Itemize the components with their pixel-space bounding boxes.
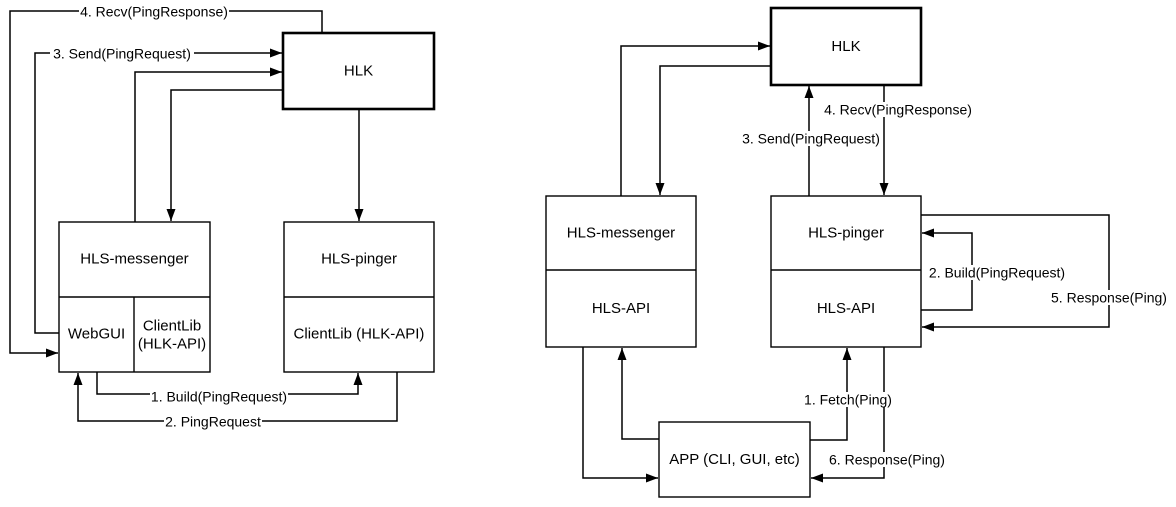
left-edge-recv-label-bg — [79, 4, 229, 19]
left-edge-pingrequest-label: 2. PingRequest — [165, 414, 261, 430]
right-pinger-box — [770, 195, 922, 348]
right-pinger-api-label: HLS-API — [817, 300, 875, 317]
left-clientlib-label-line1: ClientLib — [143, 318, 201, 335]
right-app-box — [658, 421, 811, 498]
left-hlk-label: HLK — [344, 63, 373, 80]
left-edge-hlk-to-messenger-path — [166, 89, 283, 221]
right-messenger-box — [545, 195, 697, 348]
right-edge-messenger-api-to-app-path — [582, 347, 658, 483]
right-edge-build-label-bg — [928, 265, 1066, 280]
left-edge-build-label-bg — [150, 389, 288, 404]
right-diagram: HLK HLS-messenger HLS-API HLS-pinger HLS… — [545, 6, 1168, 498]
right-hlk-box — [769, 6, 923, 87]
left-messenger-label: HLS-messenger — [80, 251, 188, 268]
right-edge-messenger-to-hlk-path — [620, 41, 770, 196]
left-edge-recv-label: 4. Recv(PingResponse) — [80, 4, 228, 20]
right-edge-recv-label-bg — [823, 102, 973, 117]
right-edge-response6-label-bg — [827, 452, 947, 467]
right-edge-response5-path — [921, 214, 1110, 332]
right-messenger-label: HLS-messenger — [567, 225, 675, 242]
left-pinger-label: HLS-pinger — [321, 251, 397, 268]
right-edge-response5-label: 5. Response(Ping) — [1051, 290, 1167, 306]
right-messenger-api-label: HLS-API — [592, 300, 650, 317]
right-edge-app-to-messenger-api-path — [617, 348, 659, 440]
right-edge-response5-label-bg — [1050, 290, 1168, 305]
right-edge-hlk-to-messenger-path — [655, 65, 771, 195]
right-hlk-label: HLK — [831, 38, 860, 55]
right-edge-fetch-path — [810, 348, 852, 441]
left-edge-messenger-to-hlk-path — [134, 67, 282, 222]
right-pinger-label: HLS-pinger — [808, 225, 884, 242]
left-edge-recv-path — [9, 10, 323, 358]
right-edge-recv-label: 4. Recv(PingResponse) — [824, 102, 972, 118]
left-edge-send-label-bg — [50, 46, 194, 61]
right-edge-send-label: 3. Send(PingRequest) — [742, 131, 880, 147]
right-edge-response6-label: 6. Response(Ping) — [829, 452, 945, 468]
right-app-label: APP (CLI, GUI, etc) — [669, 451, 800, 468]
right-edge-build-label: 2. Build(PingRequest) — [929, 265, 1065, 281]
right-edge-fetch-label: 1. Fetch(Ping) — [804, 392, 892, 408]
left-edge-send-label: 3. Send(PingRequest) — [53, 46, 191, 62]
right-edge-send-label-bg — [741, 131, 881, 146]
left-hlk-box — [281, 31, 436, 111]
right-edge-fetch-label-bg — [803, 392, 893, 407]
left-edge-build-label: 1. Build(PingRequest) — [151, 389, 287, 405]
right-edge-response6-path — [811, 347, 885, 483]
left-clientlib-label-line2: (HLK-API) — [138, 336, 206, 353]
left-diagram: HLK HLS-messenger WebGUI ClientLib (HLK-… — [9, 4, 436, 430]
left-webgui-label: WebGUI — [68, 326, 125, 343]
left-pinger-clientlib-label: ClientLib (HLK-API) — [294, 326, 425, 343]
left-edge-pingrequest-label-bg — [164, 414, 262, 429]
